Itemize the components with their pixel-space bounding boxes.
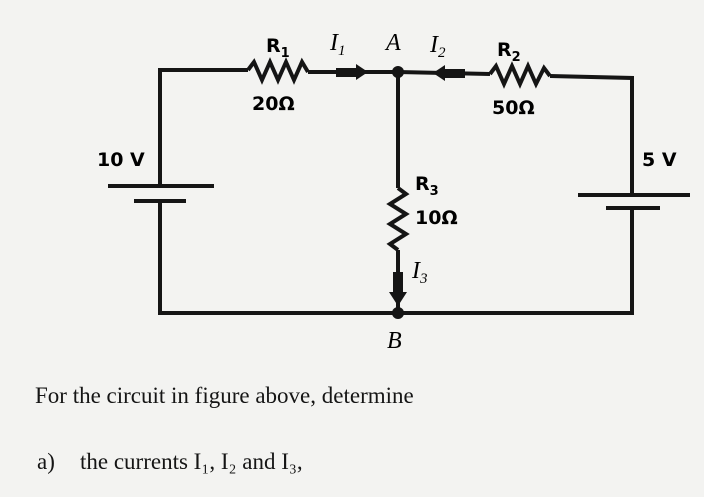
i3-arrow-shaft [393,272,403,294]
voltage-left-label: 10 V [97,149,145,171]
part-a-label: a) [37,449,55,474]
node-a-dot [392,66,404,78]
question-prompt: For the circuit in figure above, determi… [35,383,414,408]
i1-arrow-shaft [336,68,358,77]
i3-arrow-head [389,292,407,306]
r3-label: R3 [415,173,439,199]
r1-resistor [246,57,310,85]
wire-left-top [158,68,248,186]
i2-arrow-shaft [443,69,465,78]
node-b-dot [392,307,404,319]
r3-value: 10Ω [415,207,458,229]
r1-value: 20Ω [252,93,295,115]
r2-value: 50Ω [492,97,535,119]
i3-label: I3 [411,258,428,287]
i1-label: I1 [329,30,346,59]
node-b-label: B [387,328,402,354]
voltage-right-label: 5 V [642,149,677,171]
i1-arrow-head [356,64,368,80]
wire-right-top [549,74,634,195]
part-a-text: the currents I₁, I₂ and I₃, [80,449,303,474]
i2-arrow-head [433,65,445,81]
r1-label: R1 [266,35,290,61]
r2-resistor [488,61,552,89]
r2-label: R2 [497,39,521,65]
r3-resistor [386,186,410,252]
i2-label: I2 [429,32,446,61]
node-a-label: A [384,30,401,56]
